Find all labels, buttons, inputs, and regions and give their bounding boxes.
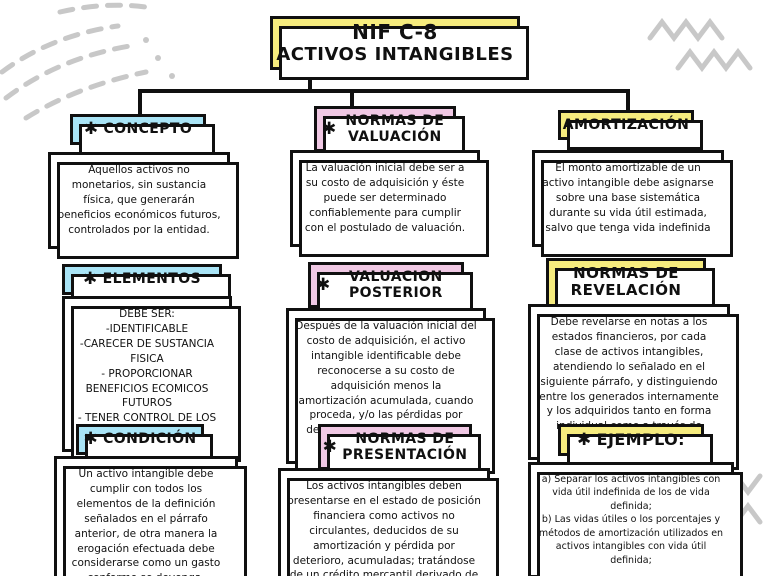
amortizacion-heading: AMORTIZACIÓN [562, 117, 690, 133]
dashes-doodle [57, 2, 155, 15]
normas-revelacion-body: Debe revelarse en notas a los estados fi… [528, 304, 739, 471]
amortizacion-body-text: El monto amortizable de un activo intang… [542, 162, 714, 234]
normas-valuacion-header: ✱ NORMAS DE VALUACIÓN [314, 106, 465, 163]
condicion-heading: CONDICIÓN [103, 431, 197, 448]
zigzag-doodle [675, 47, 753, 73]
title-box: NIF C-8 ACTIVOS INTANGIBLES [270, 16, 529, 80]
asterisk-icon: ✱ [82, 269, 98, 289]
asterisk-icon: ✱ [316, 274, 331, 295]
ejemplo-header: ✱ EJEMPLO: [558, 424, 713, 467]
concepto-body: Aquellos activos no monetarios, sin sust… [48, 152, 239, 259]
ejemplo-body-text: a) Separar los activos intangibles con v… [538, 474, 724, 566]
zigzag-doodle [647, 17, 725, 43]
asterisk-icon: ✱ [577, 429, 592, 450]
asterisk-icon: ✱ [83, 119, 99, 139]
ejemplo-body: a) Separar los activos intangibles con v… [528, 462, 743, 576]
normas-presentacion-header: ✱ NORMAS DE PRESENTACIÓN [318, 424, 481, 481]
condicion-header: ✱ CONDICIÓN [76, 424, 213, 465]
elementos-heading: ELEMENTOS [102, 271, 202, 288]
normas-valuacion-body-text: La valuación inicial debe ser a su costo… [304, 162, 466, 234]
ejemplo-heading: EJEMPLO: [596, 430, 685, 449]
title-line2: ACTIVOS INTANGIBLES [276, 44, 514, 66]
dashes-doodle [0, 23, 121, 75]
asterisk-icon: ✱ [322, 118, 337, 139]
normas-revelacion-header: NORMAS DE REVELACIÓN [546, 258, 715, 316]
normas-presentacion-body: Los activos intangibles deben presentars… [278, 468, 499, 576]
concepto-header: ✱ CONCEPTO [70, 114, 215, 155]
elementos-header: ✱ ELEMENTOS [62, 264, 231, 305]
valuacion-posterior-heading: VALUACION POSTERIOR [349, 269, 443, 302]
valuacion-posterior-header: ✱ VALUACION POSTERIOR [308, 262, 473, 319]
normas-revelacion-heading: NORMAS DE REVELACIÓN [570, 264, 682, 300]
elementos-body-text: DEBE SER: -IDENTIFICABLE -CARECER DE SUS… [77, 308, 217, 439]
concepto-body-text: Aquellos activos no monetarios, sin sust… [57, 164, 221, 236]
asterisk-icon: ✱ [83, 429, 99, 449]
amortizacion-body: El monto amortizable de un activo intang… [532, 150, 733, 257]
condicion-body: Un activo intangible debe cumplir con to… [54, 456, 247, 576]
normas-valuacion-heading: NORMAS DE VALUACIÓN [345, 113, 445, 146]
normas-revelacion-body-text: Debe revelarse en notas a los estados fi… [539, 316, 719, 447]
dashes-doodle [3, 43, 133, 101]
asterisk-icon: ✱ [322, 436, 338, 457]
normas-presentacion-body-text: Los activos intangibles deben presentars… [287, 480, 481, 576]
concepto-heading: CONCEPTO [103, 121, 193, 138]
normas-valuacion-body: La valuación inicial debe ser a su costo… [290, 150, 489, 257]
dashes-doodle [23, 69, 149, 121]
title-line1: NIF C-8 [352, 20, 438, 45]
condicion-body-text: Un activo intangible debe cumplir con to… [71, 468, 221, 576]
normas-presentacion-heading: NORMAS DE PRESENTACIÓN [342, 431, 468, 464]
amortizacion-header: AMORTIZACIÓN [558, 110, 703, 151]
